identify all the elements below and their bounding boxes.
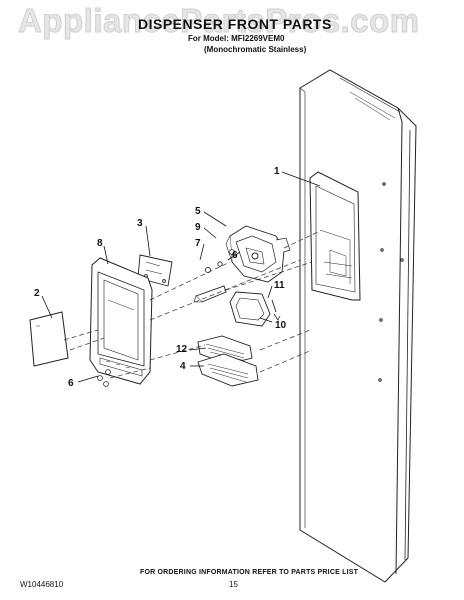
screws bbox=[97, 249, 235, 387]
callout-12: 12 bbox=[176, 344, 188, 355]
part-10-pad bbox=[229, 291, 271, 327]
callout-7: 7 bbox=[195, 238, 201, 249]
part-8-frame bbox=[89, 257, 153, 385]
part-12-tray-top bbox=[197, 335, 253, 365]
model-line: For Model: MFI2269VEM0 bbox=[188, 34, 285, 43]
page-number: 15 bbox=[229, 580, 238, 589]
part-11-pin bbox=[271, 299, 281, 321]
callout-6-right: 6 bbox=[232, 250, 238, 261]
variant-line: (Monochromatic Stainless) bbox=[204, 45, 307, 54]
ordering-note: FOR ORDERING INFORMATION REFER TO PARTS … bbox=[140, 569, 359, 576]
page-title: DISPENSER FRONT PARTS bbox=[138, 16, 332, 32]
callout-10: 10 bbox=[275, 320, 287, 331]
callout-11: 11 bbox=[274, 280, 285, 291]
part-2-panel bbox=[29, 311, 69, 367]
callout-8: 8 bbox=[97, 238, 103, 249]
callout-4: 4 bbox=[180, 361, 186, 372]
assembly-lines bbox=[63, 231, 319, 379]
callout-3: 3 bbox=[137, 218, 143, 229]
callout-5: 5 bbox=[195, 206, 201, 217]
leader-lines bbox=[41, 171, 321, 383]
part-5-module bbox=[225, 225, 291, 283]
document-number: W10446810 bbox=[20, 580, 64, 589]
door-panel bbox=[299, 69, 417, 583]
watermark: AppliancePartsPros.com bbox=[18, 2, 420, 40]
part-7-lever bbox=[193, 285, 227, 303]
callout-2: 2 bbox=[34, 288, 40, 299]
callout-6-left: 6 bbox=[68, 378, 74, 389]
callout-1: 1 bbox=[274, 166, 280, 177]
part-4-tray-bottom bbox=[197, 353, 259, 387]
callout-9: 9 bbox=[195, 222, 201, 233]
